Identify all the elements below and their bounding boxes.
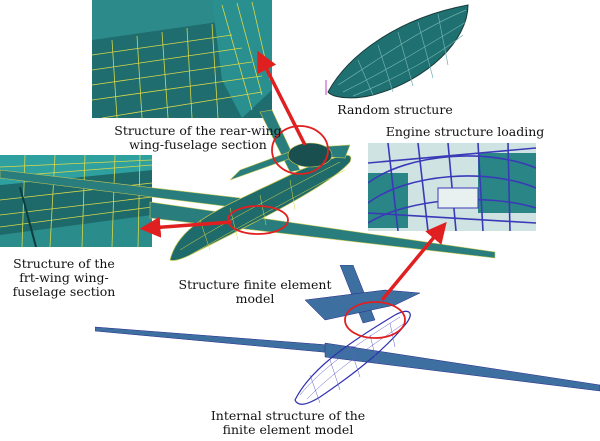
caption-rear-wing: Structure of the rear-wing wing-fuselage… (98, 124, 298, 152)
caption-internal-structure: Internal structure of the finite element… (198, 409, 378, 437)
internal-wireframe-lines (299, 316, 406, 404)
caption-front-wing-line-2: frt-wing wing- (19, 270, 109, 285)
caption-fe-model: Structure finite element model (170, 278, 340, 306)
engine-arrow (380, 221, 447, 302)
fuselage-mesh-lines (179, 161, 346, 256)
caption-rear-wing-line-2: wing-fuselage section (129, 137, 267, 152)
fuselage (169, 155, 352, 261)
rear-wing-inset (92, 0, 272, 118)
internal-wing-right (324, 342, 600, 392)
internal-fuselage-frame (294, 310, 411, 405)
caption-engine: Engine structure loading (380, 125, 550, 139)
rear-wing-highlight (271, 125, 329, 175)
caption-fe-model-line-1: Structure finite element (178, 277, 332, 292)
caption-front-wing-line-3: fuselage section (12, 284, 116, 299)
engine-mount-box (437, 187, 479, 209)
engine-highlight (344, 301, 406, 339)
caption-fe-model-line-2: model (235, 291, 275, 306)
front-wing-highlight (227, 205, 289, 235)
fe-model-aircraft (0, 109, 496, 261)
caption-engine-line-1: Engine structure loading (385, 124, 545, 139)
engine-panel-right (478, 153, 536, 213)
caption-internal-line-1: Internal structure of the (210, 408, 366, 423)
engine-inset (368, 143, 536, 231)
caption-rear-wing-line-1: Structure of the rear-wing (114, 123, 282, 138)
internal-structure-aircraft (95, 265, 600, 405)
front-wing-arrow (139, 216, 233, 238)
rear-wing-arrow (257, 50, 307, 146)
internal-tail-wing (304, 289, 421, 321)
caption-front-wing: Structure of the frt-wing wing- fuselage… (0, 257, 128, 299)
caption-front-wing-line-1: Structure of the (13, 256, 115, 271)
rear-wing-fin (212, 0, 272, 118)
random-structure-mesh (337, 9, 467, 97)
random-structure-shell (327, 4, 469, 99)
caption-internal-line-2: finite element model (222, 422, 354, 437)
engine-nacelle (287, 142, 333, 168)
random-structure-inset (325, 4, 469, 99)
caption-random-line-1: Random structure (337, 102, 453, 117)
caption-random-structure: Random structure (330, 103, 460, 117)
front-wing-spar (19, 186, 37, 247)
